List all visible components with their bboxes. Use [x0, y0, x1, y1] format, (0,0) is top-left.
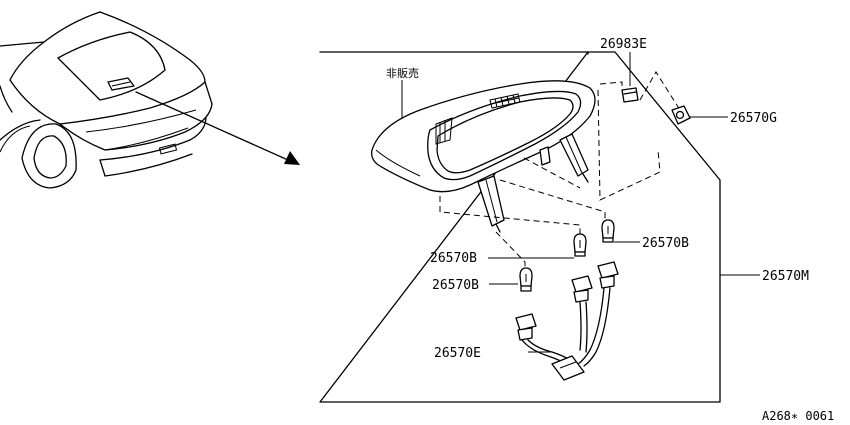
clip-26983E — [621, 52, 639, 103]
car-rear-illustration — [0, 11, 213, 189]
label-26570E: 26570E — [434, 346, 481, 361]
stop-lamp-housing — [371, 80, 596, 233]
label-26570M: 26570M — [762, 269, 809, 284]
direction-arrow — [135, 91, 300, 165]
assembly-guides — [439, 71, 681, 268]
bulb-right — [601, 219, 640, 243]
label-26570B-middle: 26570B — [430, 251, 477, 266]
grommet-26570G — [671, 105, 728, 125]
wiring-harness — [515, 261, 619, 381]
label-26570B-right: 26570B — [642, 236, 689, 251]
bulb-low — [489, 267, 533, 292]
assembly-frame — [319, 51, 721, 403]
label-26570G: 26570G — [730, 111, 777, 126]
diagram-code: A268∗ 0061 — [762, 409, 834, 423]
bulb-middle — [488, 233, 587, 259]
label-26983E: 26983E — [600, 37, 647, 52]
label-26570B-low: 26570B — [432, 278, 479, 293]
label-not-sold: 非販売 — [386, 67, 419, 80]
